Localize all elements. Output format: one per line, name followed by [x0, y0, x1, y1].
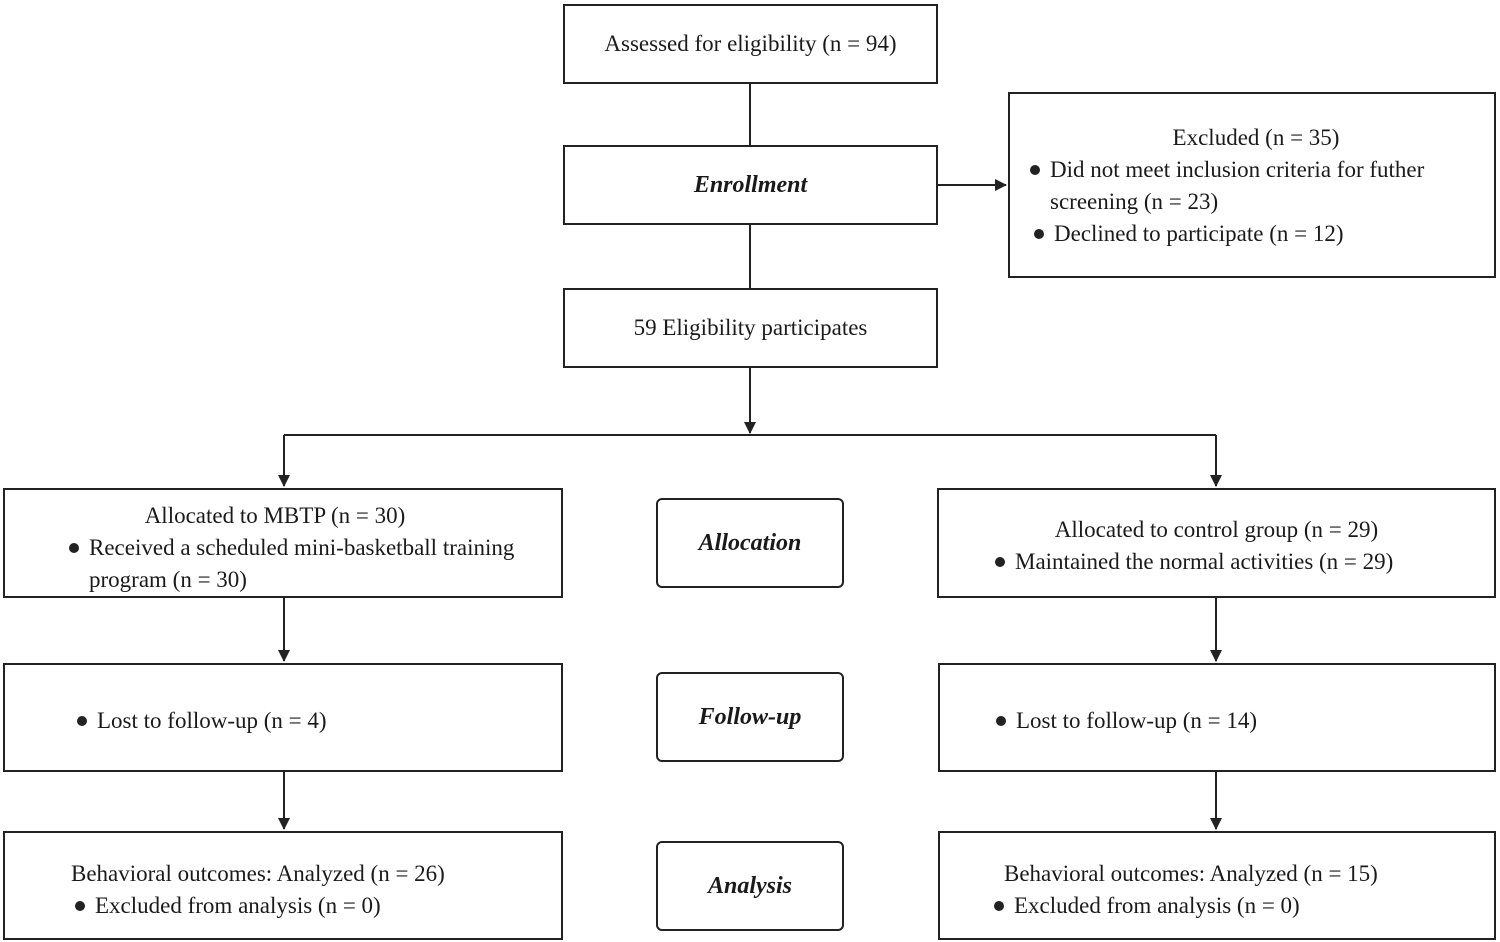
control-allocated-item-text: Maintained the normal activities (n = 29… [1015, 549, 1394, 574]
mbtp-lost-box: Lost to follow-up (n = 4) [3, 663, 563, 772]
control-lost-text: Lost to follow-up (n = 14) [1016, 708, 1258, 733]
stage-allocation: Allocation [656, 498, 844, 588]
enrollment-box: Enrollment [563, 145, 938, 225]
mbtp-lost-text: Lost to follow-up (n = 4) [97, 708, 327, 733]
excluded-item-text: Declined to participate (n = 12) [1054, 221, 1344, 246]
mbtp-allocated-title: Allocated to MBTP (n = 30) [144, 503, 406, 528]
eligible-text: 59 Eligibility participates [633, 315, 868, 340]
excluded-item-declined: Declined to participate (n = 12) [1030, 218, 1482, 250]
bullet-icon [69, 543, 79, 553]
stage-follow-up-label: Follow-up [698, 703, 802, 730]
control-allocated-box: Allocated to control group (n = 29) Main… [937, 488, 1496, 598]
control-lost-box: Lost to follow-up (n = 14) [938, 663, 1496, 772]
stage-allocation-label: Allocation [698, 529, 802, 556]
mbtp-analyzed-item: Excluded from analysis (n = 0) [75, 890, 541, 922]
control-analyzed-item-text: Excluded from analysis (n = 0) [1014, 893, 1300, 918]
bullet-icon [1034, 229, 1044, 239]
mbtp-allocated-item: Received a scheduled mini-basketball tra… [69, 532, 521, 596]
eligible-box: 59 Eligibility participates [563, 288, 938, 368]
stage-analysis: Analysis [656, 841, 844, 931]
bullet-icon [994, 901, 1004, 911]
mbtp-analyzed-item-text: Excluded from analysis (n = 0) [95, 893, 381, 918]
mbtp-allocated-box: Allocated to MBTP (n = 30) Received a sc… [3, 488, 563, 598]
excluded-item-text: Did not meet inclusion criteria for futh… [1050, 157, 1425, 214]
assessed-box: Assessed for eligibility (n = 94) [563, 4, 938, 84]
stage-analysis-label: Analysis [707, 872, 793, 899]
mbtp-analyzed-title: Behavioral outcomes: Analyzed (n = 26) [71, 861, 445, 886]
excluded-title: Excluded (n = 35) [1172, 125, 1340, 150]
stage-follow-up: Follow-up [656, 672, 844, 762]
mbtp-lost-item: Lost to follow-up (n = 4) [77, 705, 541, 737]
control-allocated-title: Allocated to control group (n = 29) [1054, 517, 1379, 542]
assessed-text: Assessed for eligibility (n = 94) [604, 31, 897, 56]
control-analyzed-box: Behavioral outcomes: Analyzed (n = 15) E… [938, 831, 1496, 940]
control-analyzed-title: Behavioral outcomes: Analyzed (n = 15) [1004, 861, 1378, 886]
enrollment-label: Enrollment [693, 171, 808, 198]
control-analyzed-item: Excluded from analysis (n = 0) [994, 890, 1474, 922]
mbtp-allocated-item-text: Received a scheduled mini-basketball tra… [89, 535, 515, 592]
bullet-icon [996, 716, 1006, 726]
control-lost-item: Lost to follow-up (n = 14) [996, 705, 1474, 737]
mbtp-analyzed-box: Behavioral outcomes: Analyzed (n = 26) E… [3, 831, 563, 940]
bullet-icon [77, 716, 87, 726]
control-allocated-item: Maintained the normal activities (n = 29… [995, 546, 1484, 578]
bullet-icon [995, 557, 1005, 567]
excluded-item-criteria: Did not meet inclusion criteria for futh… [1030, 154, 1482, 218]
bullet-icon [1030, 165, 1040, 175]
excluded-box: Excluded (n = 35) Did not meet inclusion… [1008, 92, 1496, 278]
bullet-icon [75, 901, 85, 911]
